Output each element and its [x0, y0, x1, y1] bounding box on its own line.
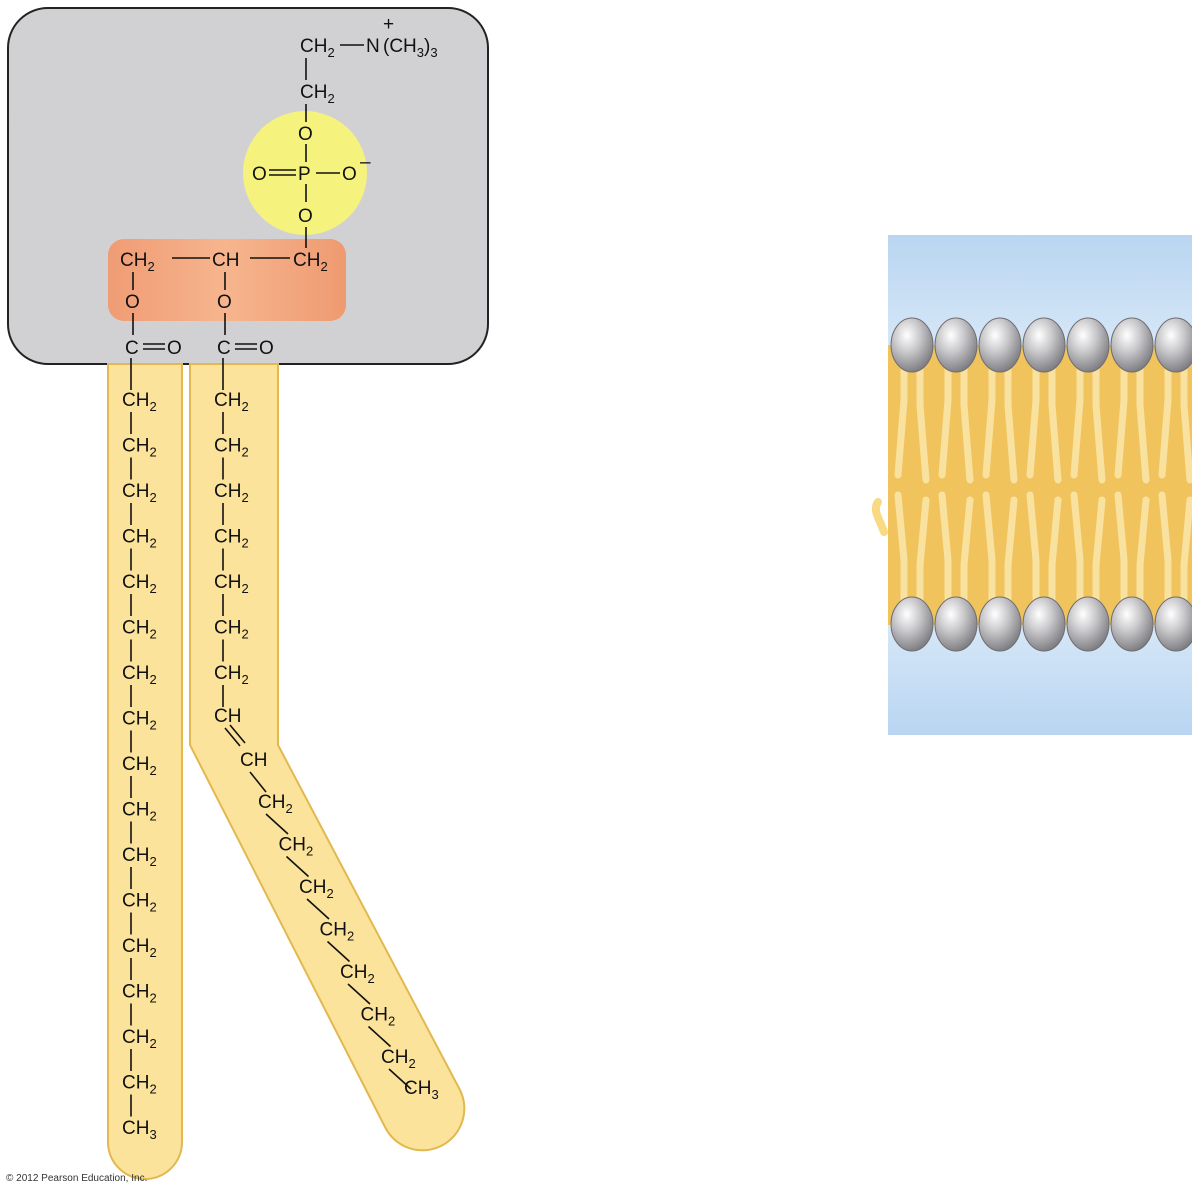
chain-ch2: CH2 — [214, 527, 249, 551]
chain-ch2: CH2 — [214, 390, 249, 414]
bilayer-head-sphere — [890, 317, 934, 373]
chain-ch2: CH2 — [214, 481, 249, 505]
bilayer-head-sphere — [934, 317, 978, 373]
svg-text:O: O — [125, 292, 140, 313]
svg-text:CH: CH — [212, 250, 239, 271]
bilayer-head-sphere — [934, 596, 978, 652]
svg-text:CH2: CH2 — [300, 82, 335, 106]
bilayer-head-sphere — [1110, 317, 1154, 373]
bilayer-stray-tail — [871, 498, 888, 536]
bilayer-head-sphere — [1110, 596, 1154, 652]
chain-ch2: CH2 — [214, 572, 249, 596]
svg-text:+: + — [383, 14, 394, 35]
saturated-tail-band — [107, 363, 183, 1180]
chain-ch2: CH2 — [122, 754, 157, 778]
svg-text:O: O — [167, 338, 182, 359]
chain-ch2: CH2 — [122, 800, 157, 824]
chain-ch3: CH3 — [404, 1078, 439, 1102]
svg-text:N: N — [366, 36, 380, 57]
saturated-fatty-acid-tail: CH2CH2CH2CH2CH2CH2CH2CH2CH2CH2CH2CH2CH2C… — [122, 358, 157, 1142]
chain-ch2: CH2 — [122, 982, 157, 1006]
chain-ch2: CH2 — [340, 962, 375, 986]
svg-text:O: O — [259, 338, 274, 359]
unsaturated-fatty-acid-tail: CH2CH2CH2CH2CH2CH2CH2CHCHCH2CH2CH2CH2CH2… — [214, 358, 439, 1102]
svg-text:O: O — [298, 206, 313, 227]
svg-text:C: C — [217, 338, 231, 359]
bilayer-head-sphere — [978, 596, 1022, 652]
glycerol-band — [108, 239, 346, 321]
chain-ch2: CH2 — [122, 436, 157, 460]
chain-ch2: CH2 — [122, 709, 157, 733]
phosphate-group: O O P O – O — [252, 124, 371, 248]
bilayer-head-sphere — [1154, 596, 1192, 652]
chain-ch2: CH2 — [214, 436, 249, 460]
svg-text:(CH3)3: (CH3)3 — [383, 36, 438, 60]
chain-ch2: CH2 — [214, 618, 249, 642]
chain-ch2: CH2 — [361, 1005, 396, 1029]
bilayer-head-sphere — [890, 596, 934, 652]
double-bond-ch: CH — [214, 706, 241, 727]
ester-groups: C O C O — [125, 338, 274, 359]
bilayer-head-sphere — [1154, 317, 1192, 373]
bilayer-head-sphere — [978, 317, 1022, 373]
chain-ch2: CH2 — [122, 481, 157, 505]
double-bond-ch: CH — [240, 750, 267, 771]
svg-text:CH2: CH2 — [293, 250, 328, 274]
svg-text:O: O — [252, 164, 267, 185]
chain-ch2: CH2 — [122, 1073, 157, 1097]
bilayer-head-sphere — [1022, 317, 1066, 373]
bilayer-head-sphere — [1066, 317, 1110, 373]
svg-text:O: O — [342, 164, 357, 185]
choline-group: CH2 N + (CH3)3 CH2 — [300, 14, 438, 122]
svg-text:CH2: CH2 — [120, 250, 155, 274]
chain-ch2: CH2 — [122, 618, 157, 642]
phospholipid-bilayer — [888, 235, 1192, 735]
bilayer-head-sphere — [1066, 596, 1110, 652]
chain-ch2: CH2 — [381, 1047, 416, 1071]
copyright-notice: © 2012 Pearson Education, Inc. — [6, 1173, 148, 1184]
svg-text:C: C — [125, 338, 139, 359]
svg-text:P: P — [298, 164, 311, 185]
chain-ch2: CH2 — [258, 792, 293, 816]
chain-ch2: CH2 — [320, 920, 355, 944]
glycerol-group: CH2 CH CH2 O O — [120, 250, 328, 335]
chain-ch2: CH2 — [122, 390, 157, 414]
chain-ch2: CH2 — [122, 1027, 157, 1051]
chain-ch2: CH2 — [122, 572, 157, 596]
chain-ch3: CH3 — [122, 1118, 157, 1142]
bilayer-head-sphere — [1022, 596, 1066, 652]
chain-ch2: CH2 — [299, 877, 334, 901]
chain-ch2: CH2 — [122, 936, 157, 960]
chain-ch2: CH2 — [122, 845, 157, 869]
chain-ch2: CH2 — [122, 891, 157, 915]
phosphate-circle — [243, 111, 367, 235]
bilayer-hydrophobic-core — [888, 345, 1192, 625]
chain-ch2: CH2 — [122, 527, 157, 551]
chain-ch2: CH2 — [279, 835, 314, 859]
chain-ch2: CH2 — [122, 663, 157, 687]
svg-text:O: O — [217, 292, 232, 313]
svg-text:–: – — [360, 152, 371, 173]
svg-text:O: O — [298, 124, 313, 145]
chain-ch2: CH2 — [214, 663, 249, 687]
unsaturated-tail-band — [189, 363, 466, 1152]
svg-text:CH2: CH2 — [300, 36, 335, 60]
